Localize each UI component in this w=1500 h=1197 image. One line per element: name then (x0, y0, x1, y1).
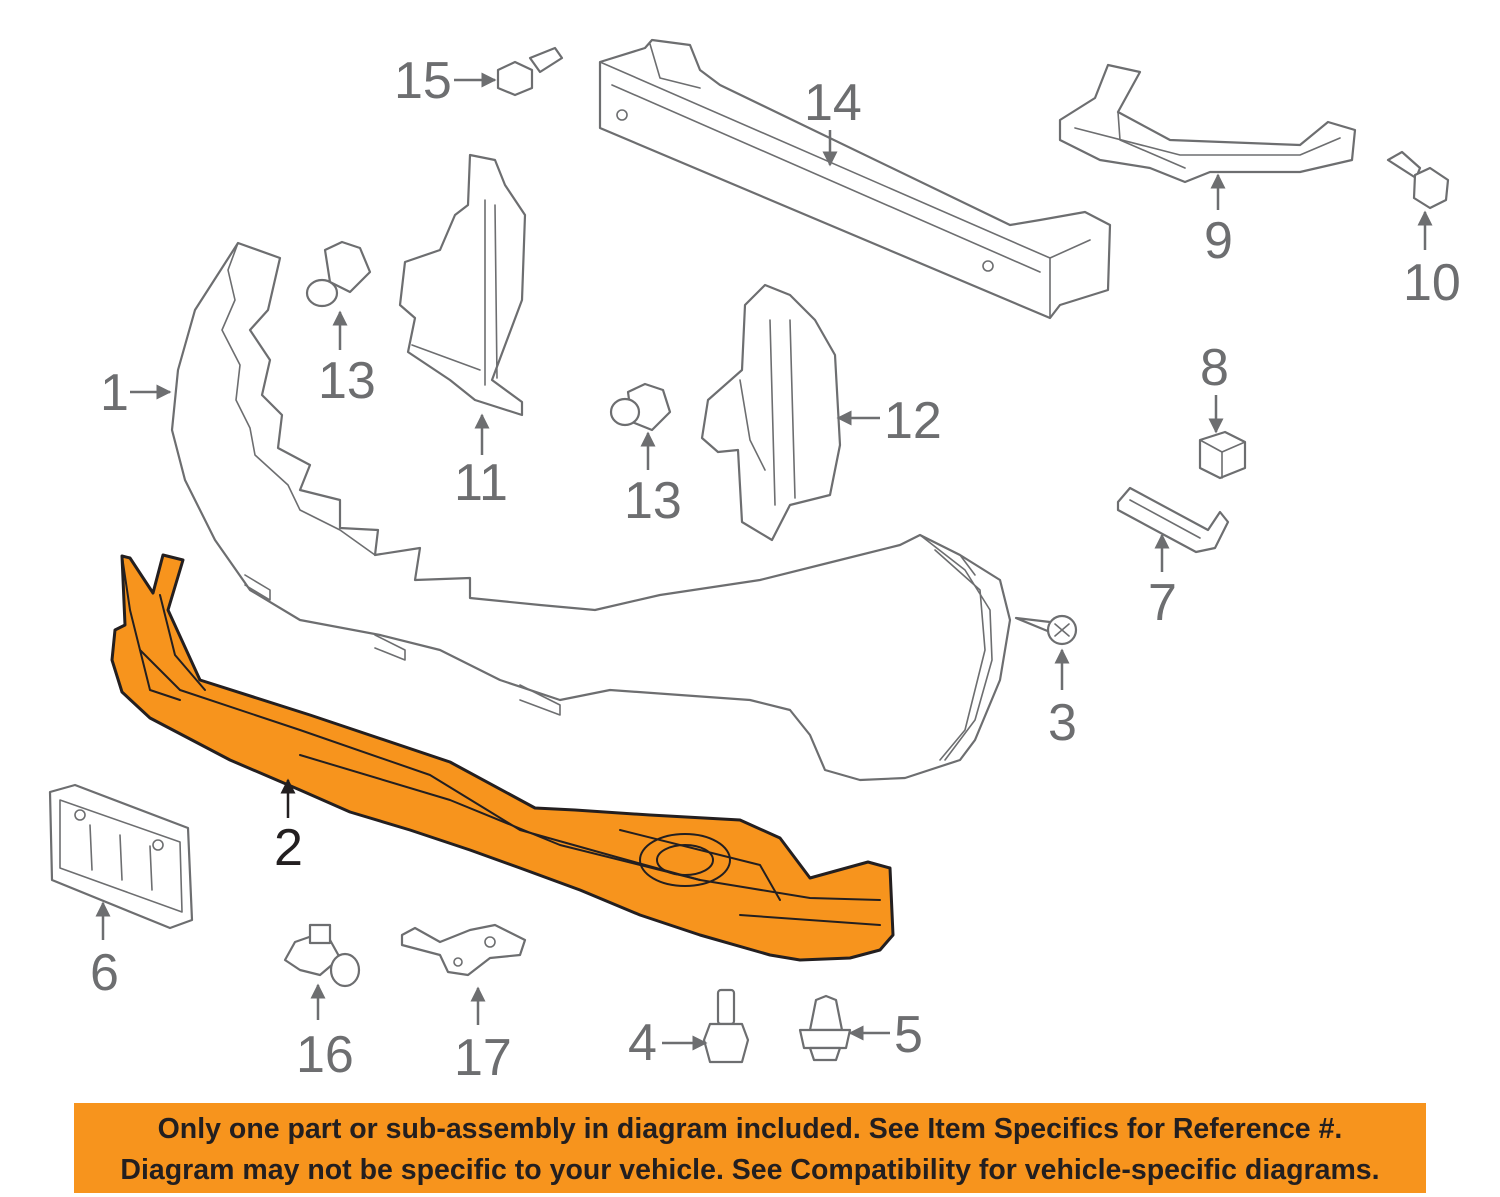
part-9-side-bracket (1058, 63, 1357, 184)
callout-12: 12 (884, 392, 942, 450)
part-5-push-clip (798, 994, 852, 1062)
callout-10: 10 (1403, 254, 1461, 312)
callout-13-upper: 13 (318, 352, 376, 410)
part-13-clip-lower (609, 382, 672, 432)
disclaimer-banner: Only one part or sub-assembly in diagram… (74, 1103, 1426, 1193)
leader-lines (95, 72, 1433, 1051)
part-15-bolt (496, 46, 564, 97)
disclaimer-line-2: Diagram may not be specific to your vehi… (120, 1154, 1380, 1186)
callout-2: 2 (274, 819, 303, 877)
part-8-clip-nut (1198, 430, 1247, 480)
callout-4: 4 (628, 1014, 657, 1072)
part-13-clip-upper (305, 240, 372, 308)
callout-numbers: 1 2 3 4 5 6 7 8 9 10 11 12 13 13 14 15 1… (90, 52, 1461, 1087)
callout-14: 14 (804, 74, 862, 132)
part-3-screw (1014, 614, 1078, 646)
callout-1: 1 (100, 364, 129, 422)
callout-15: 15 (394, 52, 452, 110)
part-16-parking-sensor (283, 923, 361, 988)
callout-5: 5 (894, 1006, 923, 1064)
callout-6: 6 (90, 944, 119, 1002)
callout-17: 17 (454, 1029, 512, 1087)
parts-diagram: 1 2 3 4 5 6 7 8 9 10 11 12 13 13 14 15 1… (48, 38, 1461, 1087)
part-4-bolt (702, 988, 750, 1064)
part-7-bracket (1116, 486, 1230, 554)
part-12-absorber-bracket (700, 283, 842, 542)
callout-11: 11 (454, 454, 508, 512)
callout-8: 8 (1200, 339, 1229, 397)
callout-3: 3 (1048, 694, 1077, 752)
disclaimer-line-1: Only one part or sub-assembly in diagram… (157, 1113, 1343, 1145)
part-14-bumper-reinforcement (598, 38, 1112, 320)
part-10-bolt (1386, 150, 1450, 210)
callout-13-lower: 13 (624, 472, 682, 530)
callout-7: 7 (1148, 574, 1177, 632)
part-17-sensor-bracket (400, 923, 527, 977)
part-1-bumper-cover (170, 241, 1012, 782)
callout-16: 16 (296, 1026, 354, 1084)
part-2-lower-valance-highlighted (110, 553, 895, 962)
part-11-absorber-bracket (398, 153, 527, 417)
part-6-license-bracket (48, 783, 194, 930)
callout-9: 9 (1204, 212, 1233, 270)
